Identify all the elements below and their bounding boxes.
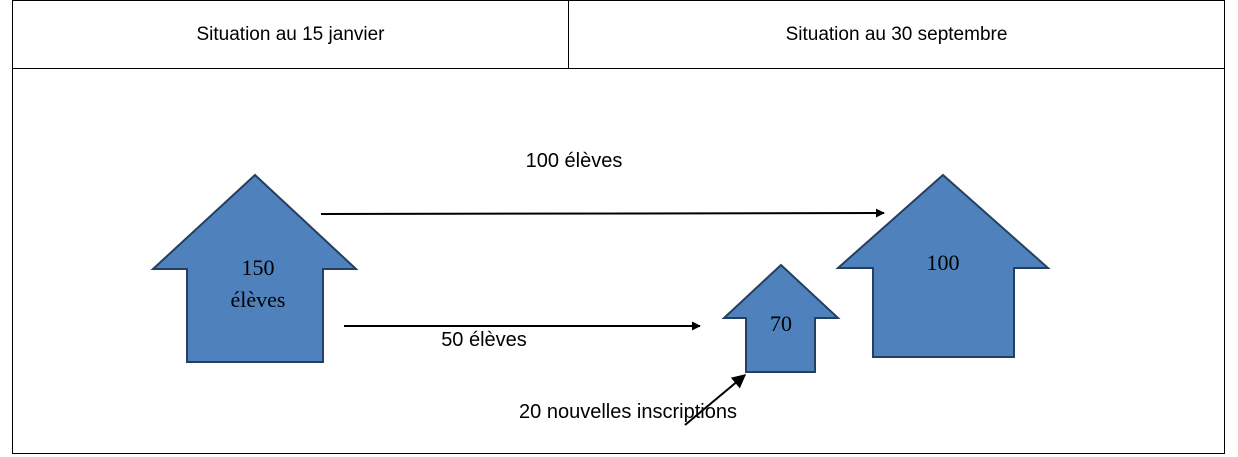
house-destination-count: 100 <box>927 250 960 275</box>
label-new-inscriptions: 20 nouvelles inscriptions <box>519 401 737 423</box>
house-source-count: 150 <box>242 255 275 280</box>
header-situation-january: Situation au 15 janvier <box>13 1 569 68</box>
label-top-arrow: 100 élèves <box>526 150 623 172</box>
house-source <box>150 173 359 363</box>
label-bottom-arrow: 50 élèves <box>441 329 527 351</box>
house-source-unit: élèves <box>231 287 286 312</box>
header-situation-september: Situation au 30 septembre <box>785 23 1008 45</box>
diagram-table: Situation au 15 janvier Situation au 30 … <box>12 0 1225 454</box>
header-row: Situation au 15 janvier Situation au 30 … <box>13 1 1224 69</box>
house-middle <box>721 263 841 373</box>
arrow-new-inscriptions <box>684 374 747 426</box>
house-destination <box>835 173 1051 358</box>
arrow-to-destination <box>320 208 885 218</box>
house-middle-count: 70 <box>770 311 792 336</box>
